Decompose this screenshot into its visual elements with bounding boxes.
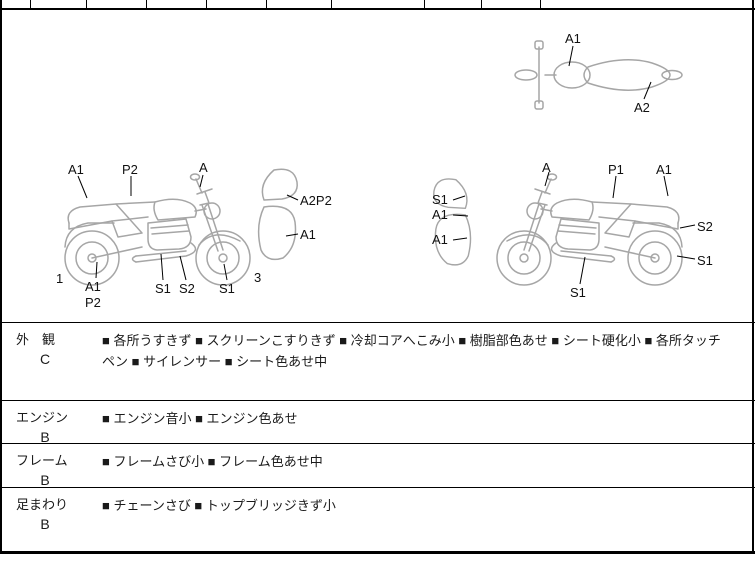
- table-divider: [331, 0, 332, 9]
- damage-code-label: P2: [122, 162, 138, 177]
- category-cell: 外 観 C: [0, 323, 96, 367]
- damage-code-label: A: [542, 160, 551, 175]
- damage-code-label: A1: [432, 207, 448, 222]
- category-cell: エンジン B: [0, 401, 96, 445]
- grade-value: B: [40, 429, 50, 445]
- table-divider: [146, 0, 147, 9]
- condition-notes: ■ 各所うすきず ■ スクリーンこすりきず ■ 冷却コアへこみ小 ■ 樹脂部色あ…: [102, 333, 721, 369]
- damage-code-label: S2: [697, 219, 713, 234]
- grade-value: B: [40, 472, 50, 488]
- table-divider: [206, 0, 207, 9]
- damage-code-label: A1: [300, 227, 316, 242]
- damage-code-label: A1: [565, 31, 581, 46]
- damage-code-label: S1: [155, 281, 171, 296]
- position-number-label: 1: [56, 271, 64, 286]
- sheet-right-border: [752, 0, 754, 554]
- damage-code-label: A1: [85, 279, 101, 294]
- sheet-left-border: [0, 0, 2, 554]
- table-divider: [424, 0, 425, 9]
- condition-row-undercarriage: 足まわり B ■ チェーンさび ■ トップブリッジきず小: [0, 487, 755, 551]
- condition-row-engine: エンジン B ■ エンジン音小 ■ エンジン色あせ: [0, 400, 755, 445]
- front-cowl-drawing-left: [257, 168, 298, 261]
- damage-code-label: A2P2: [300, 193, 332, 208]
- table-divider: [86, 0, 87, 9]
- damage-code-label: S1: [697, 253, 713, 268]
- table-divider: [481, 0, 482, 9]
- damage-code-label: A1: [68, 162, 84, 177]
- condition-notes: ■ フレームさび小 ■ フレーム色あせ中: [102, 454, 323, 469]
- condition-notes: ■ エンジン音小 ■ エンジン色あせ: [102, 411, 298, 426]
- damage-code-label: S1: [432, 192, 448, 207]
- damage-code-label: S2: [179, 281, 195, 296]
- damage-diagram-area: A1 A2 A1 P2 A A2P2 A1 1 A1 P2 S1 S2 S1 3…: [0, 12, 755, 322]
- damage-code-label: A2: [634, 100, 650, 115]
- condition-notes: ■ チェーンさび ■ トップブリッジきず小: [102, 498, 336, 513]
- condition-row-frame: フレーム B ■ フレームさび小 ■ フレーム色あせ中: [0, 443, 755, 488]
- category-label: エンジン: [16, 410, 69, 425]
- grade-value: B: [40, 516, 50, 532]
- category-label: 足まわり: [16, 497, 69, 512]
- damage-code-label: S1: [570, 285, 586, 300]
- damage-code-label: A1: [656, 162, 672, 177]
- table-top-strip: [0, 0, 755, 10]
- motorcycle-top-view-drawing: [514, 40, 683, 110]
- category-cell: 足まわり B: [0, 488, 96, 532]
- category-label: 外 観: [16, 332, 56, 347]
- condition-row-exterior: 外 観 C ■ 各所うすきず ■ スクリーンこすりきず ■ 冷却コアへこみ小 ■…: [0, 322, 755, 400]
- damage-code-label: A: [199, 160, 208, 175]
- table-divider: [266, 0, 267, 9]
- damage-code-label: A1: [432, 232, 448, 247]
- position-number-label: 3: [254, 270, 262, 285]
- damage-code-label: P2: [85, 295, 101, 310]
- windscreen-drawing-right: [433, 178, 472, 266]
- sheet-bottom-border: [0, 551, 755, 554]
- grade-value: C: [39, 351, 51, 367]
- damage-code-label: S1: [219, 281, 235, 296]
- category-cell: フレーム B: [0, 444, 96, 488]
- table-divider: [540, 0, 541, 9]
- damage-code-label: P1: [608, 162, 624, 177]
- category-label: フレーム: [16, 453, 68, 468]
- table-divider: [30, 0, 31, 9]
